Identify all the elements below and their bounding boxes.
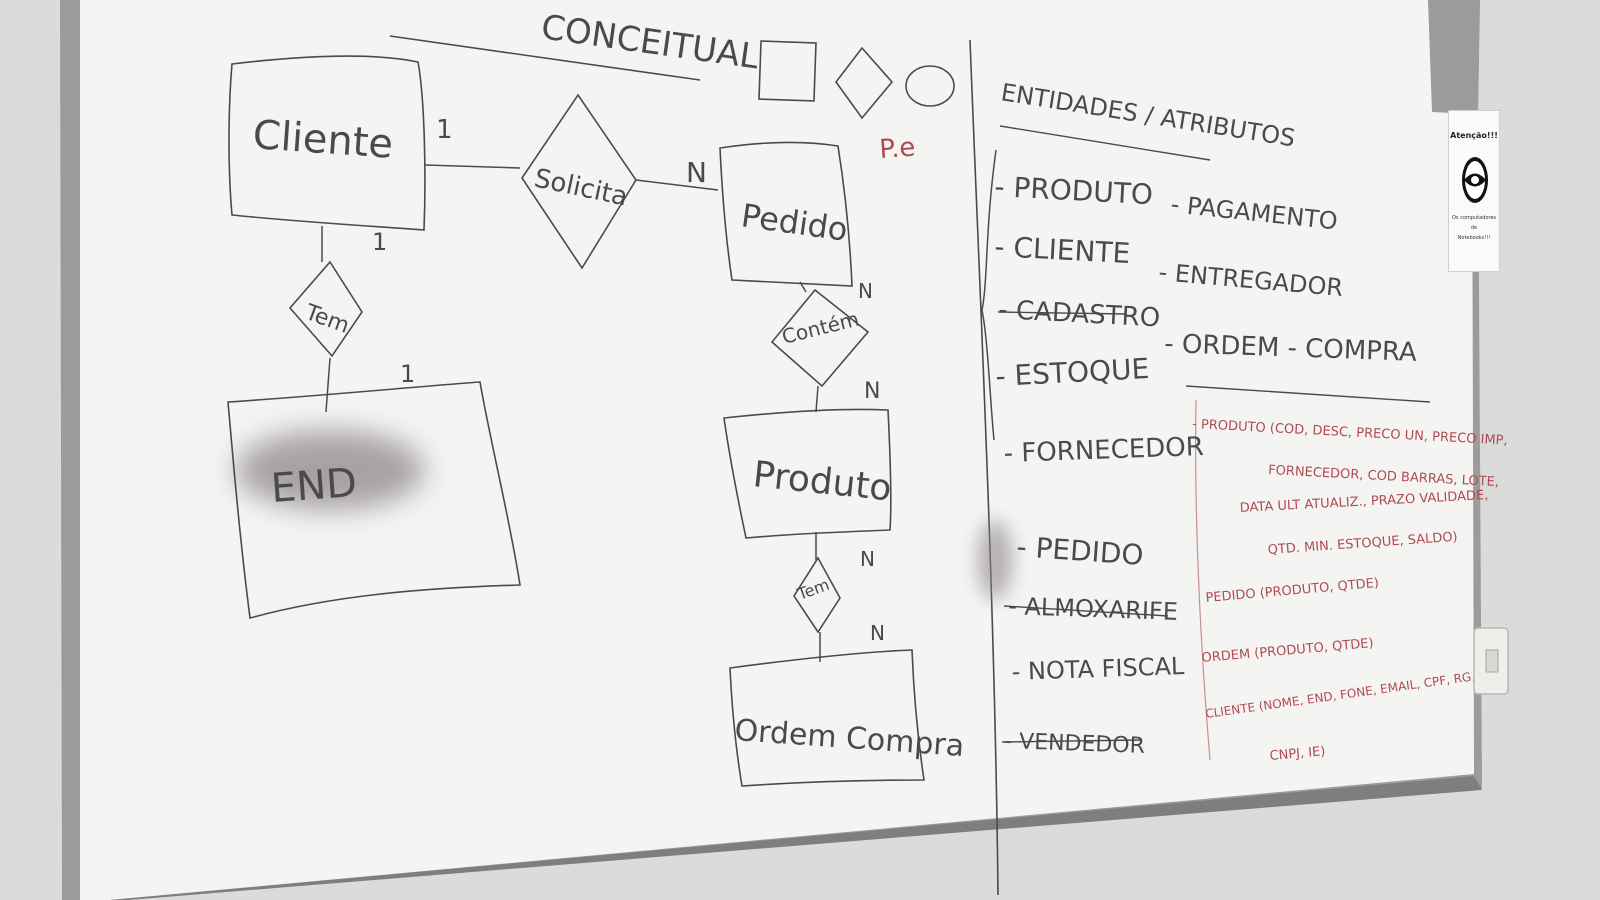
relation-solicita-diamond bbox=[521, 93, 637, 270]
attribute-line: CNPJ, IE) bbox=[1269, 744, 1326, 764]
card-end: 1 bbox=[400, 360, 415, 388]
switch-toggle bbox=[1485, 649, 1499, 673]
separator-line bbox=[1185, 385, 1431, 403]
attention-notice: Atenção!!! Os computadores de Notebooks!… bbox=[1448, 110, 1500, 272]
notice-line: Notebooks!!! bbox=[1457, 235, 1491, 241]
strikethrough bbox=[1003, 605, 1169, 617]
eraser-smudge bbox=[235, 430, 425, 510]
relation-contem-diamond bbox=[770, 288, 870, 388]
entity-cliente-box bbox=[228, 55, 426, 231]
list-item: - FORNECEDOR bbox=[1003, 432, 1204, 469]
card-pedido-bottom: N bbox=[858, 279, 873, 303]
notice-line: de bbox=[1470, 225, 1478, 231]
entity-pedido-box bbox=[719, 141, 853, 287]
relation-line bbox=[424, 164, 521, 169]
brace bbox=[981, 149, 997, 441]
eye-icon bbox=[1462, 157, 1488, 203]
entity-list-left: - PRODUTO - CLIENTE - CADASTRO - ESTOQUE… bbox=[994, 170, 1205, 759]
card-ordem-top: N bbox=[870, 621, 885, 645]
board-surface bbox=[80, 0, 1474, 900]
card-produto-top: N bbox=[864, 379, 880, 404]
strikethrough bbox=[1001, 739, 1141, 743]
card-cliente-right: 1 bbox=[436, 115, 453, 145]
label-pe: P.e bbox=[878, 133, 916, 165]
label-cliente: Cliente bbox=[251, 112, 394, 168]
divider-line bbox=[969, 39, 999, 896]
list-item: - ESTOQUE bbox=[995, 352, 1150, 393]
eraser-smudge bbox=[977, 520, 1013, 600]
entity-end-box bbox=[227, 381, 521, 620]
relation-line bbox=[325, 357, 331, 413]
notes-underline bbox=[999, 125, 1211, 161]
relation-line bbox=[815, 385, 819, 413]
label-end: END bbox=[269, 460, 358, 512]
strikethrough bbox=[997, 311, 1127, 315]
relation-line bbox=[799, 281, 807, 293]
legend-rectangle bbox=[758, 40, 817, 102]
relation-tem-diamond bbox=[793, 556, 841, 634]
relation-tem-diamond bbox=[288, 260, 363, 358]
relation-line bbox=[635, 179, 719, 191]
list-item: - CLIENTE bbox=[994, 230, 1131, 270]
card-produto-bottom: N bbox=[860, 547, 875, 571]
list-item: - VENDEDOR bbox=[1004, 729, 1146, 759]
list-item: - NOTA FISCAL bbox=[1011, 652, 1185, 686]
heading-underline bbox=[389, 35, 701, 81]
legend-ellipse bbox=[905, 65, 955, 107]
card-cliente-bottom: 1 bbox=[372, 228, 387, 256]
list-item: - ALMOXARIFE bbox=[1008, 592, 1179, 626]
entity-ordem-compra-box bbox=[729, 649, 925, 787]
red-margin-line bbox=[1195, 399, 1211, 761]
legend-diamond bbox=[835, 46, 894, 120]
marker-tray bbox=[110, 776, 1482, 900]
notice-line: Os computadores bbox=[1451, 215, 1497, 221]
entity-produto-box bbox=[723, 408, 892, 539]
notice-title: Atenção!!! bbox=[1450, 131, 1498, 140]
card-pedido-left: N bbox=[686, 156, 707, 189]
